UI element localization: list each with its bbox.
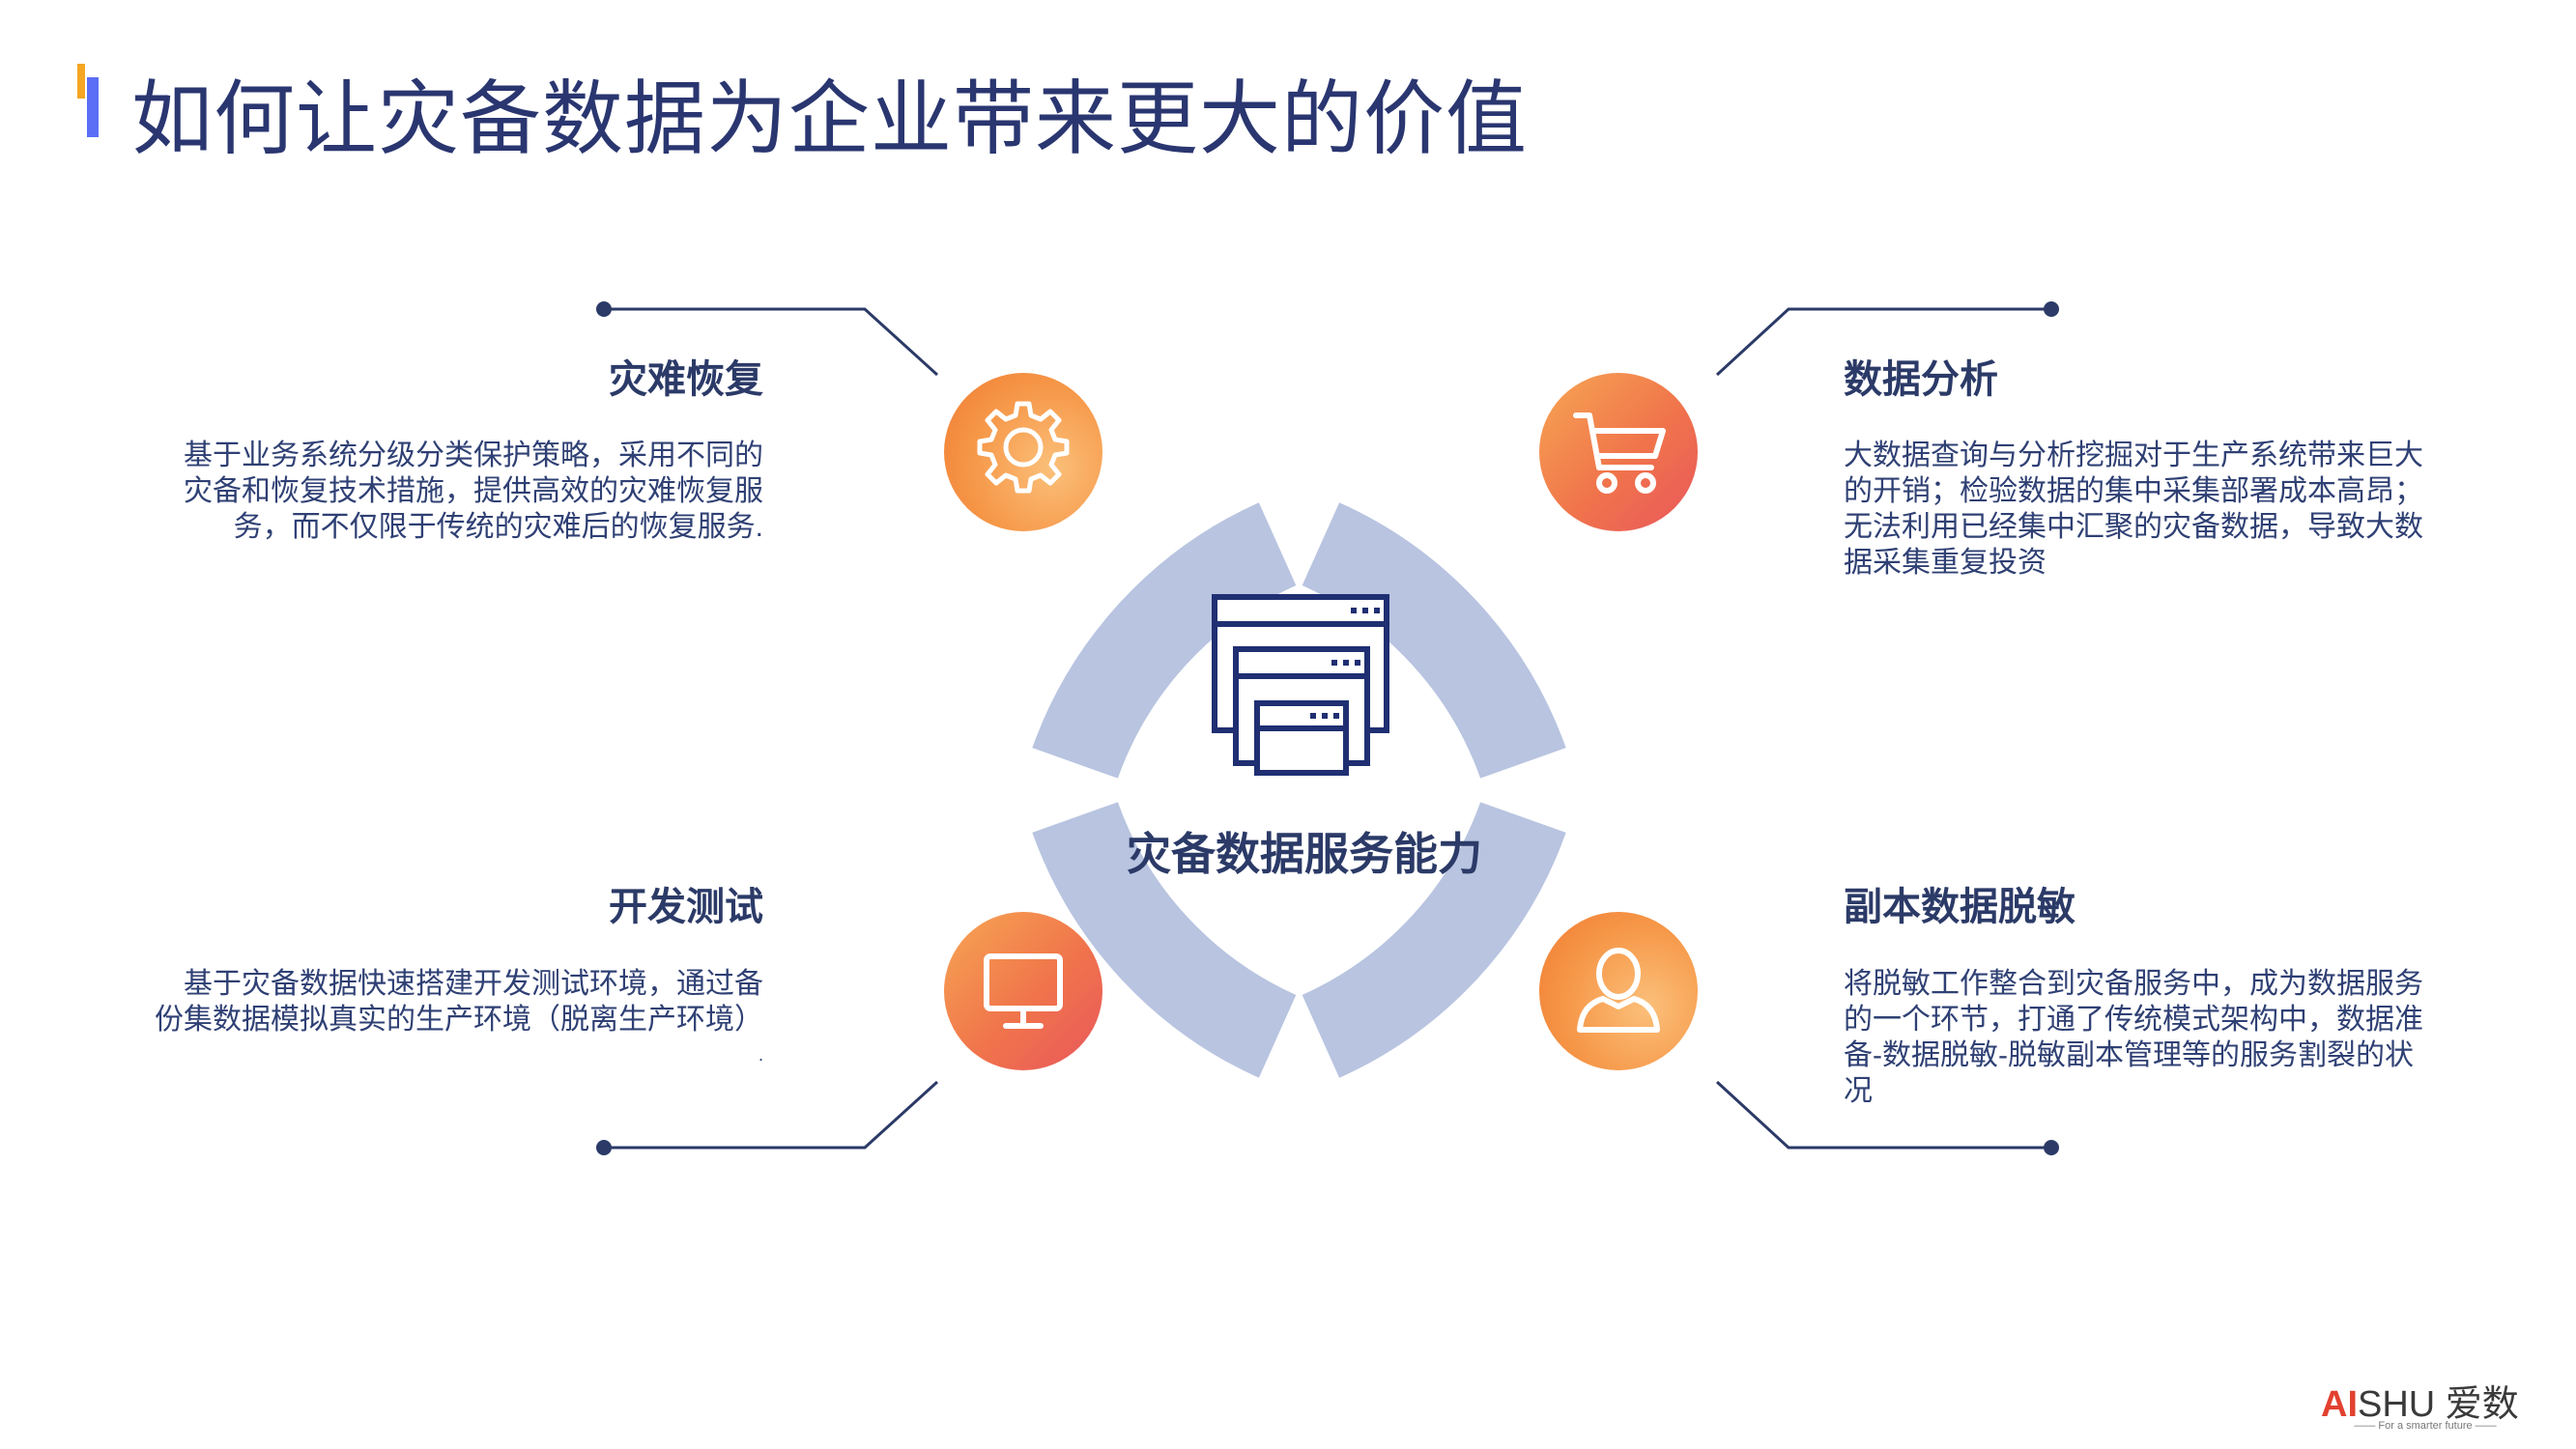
user-icon	[1577, 948, 1660, 1033]
title-accent-bar	[77, 64, 99, 137]
desc-line: 况	[1844, 1075, 1873, 1107]
page-title: 如何让灾备数据为企业带来更大的价值	[131, 73, 1529, 164]
desc-line: .	[758, 1045, 763, 1065]
ring-segment-top-right	[1302, 502, 1566, 780]
monitor-icon	[984, 953, 1063, 1029]
item-title-data-masking: 副本数据脱敏	[1844, 886, 2075, 928]
desc-line: 基于业务系统分级分类保护策略，采用不同的	[184, 440, 763, 471]
gear-icon	[977, 401, 1070, 494]
desc-line: 的开销；检验数据的集中采集部署成本高昂；	[1844, 475, 2423, 507]
aishu-logo: AISHU 爱数 —— For a smarter future ——	[2321, 1374, 2553, 1432]
item-title-data-analysis: 数据分析	[1844, 358, 1998, 401]
logo-shu: SHU 爱数	[2358, 1384, 2519, 1425]
connector-dots	[596, 301, 2059, 1155]
connector-top-right	[1715, 307, 2051, 377]
user-icon-badge	[1539, 912, 1698, 1070]
logo-tagline: —— For a smarter future ——	[2354, 1420, 2497, 1432]
desc-line: 将脱敏工作整合到灾备服务中，成为数据服务	[1844, 968, 2423, 1000]
desc-line: 灾备和恢复技术措施，提供高效的灾难恢复服	[184, 475, 763, 507]
desc-line: 的一个环节，打通了传统模式架构中，数据准	[1844, 1004, 2423, 1036]
connector-bottom-left	[604, 1080, 939, 1150]
ring-segment-bottom-left	[1032, 801, 1297, 1078]
gear-icon-badge	[944, 373, 1102, 531]
stacked-windows-icon	[1212, 594, 1389, 776]
desc-line: 大数据查询与分析挖掘对于生产系统带来巨大	[1844, 440, 2423, 471]
desc-line: 基于灾备数据快速搭建开发测试环境，通过备	[184, 968, 763, 1000]
ring-segment-top-left	[1032, 502, 1297, 780]
item-title-dev-test: 开发测试	[609, 886, 763, 928]
item-desc-data-masking: 将脱敏工作整合到灾备服务中，成为数据服务 的一个环节，打通了传统模式架构中，数据…	[1844, 966, 2472, 1109]
item-desc-data-analysis: 大数据查询与分析挖掘对于生产系统带来巨大 的开销；检验数据的集中采集部署成本高昂…	[1844, 438, 2472, 581]
shopping-cart-icon	[1573, 412, 1666, 494]
desc-line: 份集数据模拟真实的生产环境（脱离生产环境）	[155, 1004, 763, 1036]
monitor-icon-badge	[944, 912, 1102, 1070]
desc-line: 据采集重复投资	[1844, 547, 2046, 579]
center-label: 灾备数据服务能力	[1127, 829, 1482, 879]
connector-dot-bottom-left	[596, 1140, 612, 1155]
item-title-disaster-recovery: 灾难恢复	[609, 358, 763, 401]
connector-top-left	[604, 307, 939, 377]
ring-segment-bottom-right	[1302, 801, 1566, 1078]
window-dots	[1310, 608, 1380, 719]
desc-line: 无法利用已经集中汇聚的灾备数据，导致大数	[1844, 511, 2423, 543]
connector-lines	[604, 307, 2051, 1150]
ring	[1032, 502, 1566, 1078]
connector-bottom-right	[1715, 1080, 2051, 1150]
item-desc-disaster-recovery: 基于业务系统分级分类保护策略，采用不同的 灾备和恢复技术措施，提供高效的灾难恢复…	[135, 438, 763, 545]
connector-dot-top-left	[596, 301, 612, 317]
connector-dot-top-right	[2044, 301, 2059, 317]
connector-dot-bottom-right	[2044, 1140, 2059, 1155]
logo-ai: AI	[2321, 1384, 2358, 1425]
desc-line: 备-数据脱敏-脱敏副本管理等的服务割裂的状	[1844, 1039, 2414, 1071]
desc-line: 务，而不仅限于传统的灾难后的恢复服务.	[233, 511, 763, 543]
item-desc-dev-test: 基于灾备数据快速搭建开发测试环境，通过备 份集数据模拟真实的生产环境（脱离生产环…	[135, 966, 763, 1073]
cart-icon-badge	[1539, 373, 1698, 531]
